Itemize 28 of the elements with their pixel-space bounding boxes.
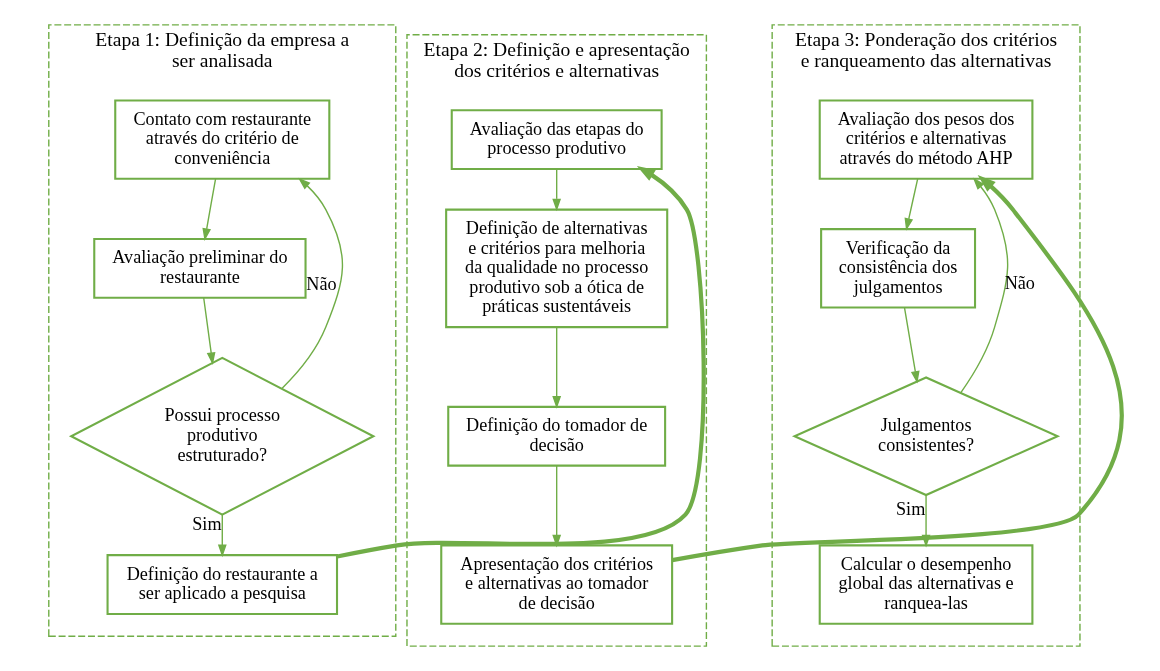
arrow	[960, 177, 1009, 394]
edge-label: Sim	[896, 498, 926, 519]
node-box: Avaliação preliminar do restaurante	[93, 237, 307, 299]
node-box: Contato com restaurante através do critério de conveniência	[114, 99, 331, 180]
arrow	[281, 177, 344, 389]
arrow	[202, 178, 217, 241]
node-diamond: Julgamentos consistentes?	[791, 376, 1061, 497]
node-box: Apresentação dos critérios e alternativas ao tomador de decisão	[440, 544, 674, 625]
node-box: Definição do restaurante a ser aplicado a pesquisa	[106, 554, 339, 615]
node-box: Avaliação das etapas do processo produtivo	[450, 109, 663, 171]
node-box: Definição do tomador de decisão	[447, 405, 667, 467]
arrow	[552, 168, 562, 212]
arrow	[336, 165, 706, 559]
node-box: Verificação da consistência dos julgamentos	[820, 228, 977, 309]
arrow	[903, 306, 920, 384]
arrow	[203, 297, 216, 365]
arrow	[671, 174, 1124, 563]
arrow	[552, 465, 562, 548]
node-box: Definição de alternativas e critérios para melhoria da qualidade no processo produtivo sob a ótica de práticas sustentáveis	[445, 208, 669, 329]
arrow	[217, 513, 227, 558]
arrow	[904, 178, 919, 231]
node-diamond: Possui processo produtivo estruturado?	[68, 356, 376, 516]
edge-label: Não	[306, 273, 337, 294]
node-box: Calcular o desempenho global das alternativas e ranquea-las	[818, 544, 1034, 625]
arrow	[552, 326, 562, 409]
arrow	[921, 494, 931, 548]
edge-label: Sim	[192, 514, 222, 535]
node-box: Avaliação dos pesos dos critérios e alternativas através do método AHP	[818, 99, 1034, 180]
